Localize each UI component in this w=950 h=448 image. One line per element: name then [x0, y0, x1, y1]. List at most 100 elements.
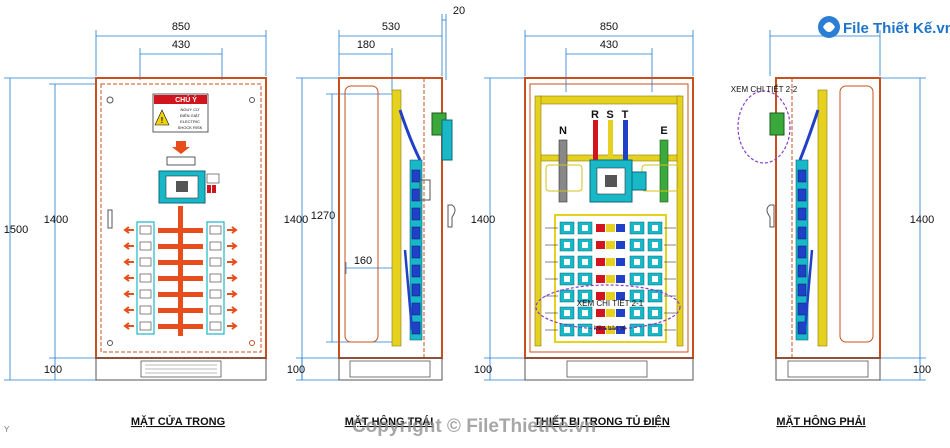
breaker-toggle — [582, 242, 588, 248]
corner-axis-label: Y — [4, 425, 10, 434]
breaker-toggle — [652, 293, 658, 299]
breaker-slot — [209, 241, 222, 251]
phase-link-t — [616, 309, 625, 317]
outgoing-arrows-right — [227, 226, 238, 330]
dim-depth-530: 530 — [382, 21, 400, 33]
side-breaker — [797, 226, 807, 240]
phase-link-s — [606, 326, 615, 334]
strip-frame-left — [136, 221, 155, 335]
phase-link-r — [596, 275, 605, 283]
breaker-toggle — [634, 310, 640, 316]
dim-width-850: 850 — [172, 21, 190, 33]
view-front-inner-door: 850 430 1500 1400 100 CHÚ Ý ! NGUY CƠ ĐI… — [4, 21, 267, 428]
side-breakers-left — [411, 169, 421, 335]
phase-link-r — [596, 326, 605, 334]
breaker-toggle — [634, 327, 640, 333]
breaker-toggle — [652, 259, 658, 265]
view-internal-equipment: 850 430 1400 100 N R S T E — [471, 21, 694, 428]
breaker-slot — [209, 305, 222, 315]
side-breakers-right — [797, 169, 807, 335]
breaker-toggle — [634, 225, 640, 231]
dim-height-1400-internal: 1400 — [471, 214, 495, 226]
arrow-right — [227, 258, 238, 266]
dim-height-1400-right: 1400 — [910, 214, 934, 226]
dim-base-100: 100 — [44, 364, 62, 376]
view-title-right: MẶT HÔNG PHẢI — [776, 415, 865, 428]
detail-callout-2-2: XEM CHI TIẾT 2-2 — [731, 84, 798, 94]
phase-link-r — [596, 258, 605, 266]
breaker-slot — [209, 289, 222, 299]
side-breaker — [797, 283, 807, 297]
phase-link-s — [606, 292, 615, 300]
arrow-left — [123, 226, 134, 234]
breaker-strip-left — [136, 221, 155, 335]
arrow-right — [227, 274, 238, 282]
breaker-toggle — [564, 310, 570, 316]
phase-link-s — [606, 275, 615, 283]
breaker-toggle — [564, 293, 570, 299]
breaker-slot — [139, 241, 152, 251]
dim-width-430-internal: 430 — [600, 39, 618, 51]
phase-link-t — [616, 275, 625, 283]
arrow-right — [227, 242, 238, 250]
breaker-toggle — [564, 242, 570, 248]
phase-link-s — [606, 258, 615, 266]
phase-link-r — [596, 292, 605, 300]
breaker-toggle — [652, 276, 658, 282]
phase-link-t — [616, 258, 625, 266]
arrow-left — [123, 306, 134, 314]
dim-base-100-internal: 100 — [474, 364, 492, 376]
phase-link-r — [596, 224, 605, 232]
view-right-side: 1400 100 XEM CHI TIẾT 2-2 MẶT HÔNG PHẢI — [731, 30, 934, 428]
dim-base-100-left: 100 — [287, 364, 305, 376]
phase-label-t: T — [622, 109, 629, 121]
warning-title: CHÚ Ý — [175, 95, 197, 104]
dim-height-1270: 1270 — [311, 210, 335, 222]
breaker-toggle — [634, 276, 640, 282]
phase-link-s — [606, 224, 615, 232]
strip-frame-right — [206, 221, 225, 335]
dim-depth-160: 160 — [354, 255, 372, 267]
side-breaker — [411, 302, 421, 316]
breaker-slot — [209, 321, 222, 331]
outgoing-arrows-left — [123, 226, 134, 330]
breaker-toggle — [652, 242, 658, 248]
breaker-slot — [139, 257, 152, 267]
side-breaker — [411, 169, 421, 183]
breaker-slot — [209, 257, 222, 267]
phase-link-t — [616, 326, 625, 334]
arrow-right — [227, 306, 238, 314]
breaker-slot — [139, 305, 152, 315]
breaker-toggle — [652, 310, 658, 316]
side-breaker — [411, 207, 421, 221]
side-breaker — [411, 283, 421, 297]
side-breaker — [797, 207, 807, 221]
arrow-left — [123, 290, 134, 298]
warning-label: CHÚ Ý ! NGUY CƠ ĐIỆN GIẬT ELECTRIC SHOCK… — [152, 93, 209, 133]
breaker-strip-right — [206, 221, 225, 335]
arrow-left — [123, 258, 134, 266]
side-breaker — [411, 264, 421, 278]
breaker-toggle — [564, 225, 570, 231]
arrow-left — [123, 274, 134, 282]
view-title-internal: THIẾT BỊ TRONG TỦ ĐIỆN — [534, 415, 670, 428]
phase-link-r — [596, 309, 605, 317]
arrow-left — [123, 242, 134, 250]
detail-callout-2-1: XEM CHI TIẾT 2-1 — [577, 298, 644, 308]
breaker-toggle — [652, 225, 658, 231]
arrow-right — [227, 290, 238, 298]
warning-line-2: ĐIỆN GIẬT — [180, 113, 201, 118]
breaker-slot — [139, 321, 152, 331]
phase-label-n: N — [559, 125, 567, 137]
arrow-right — [227, 226, 238, 234]
breaker-toggle — [634, 259, 640, 265]
dim-height-1400-left: 1400 — [284, 214, 308, 226]
dim-height-1400: 1400 — [44, 214, 68, 226]
phase-link-t — [616, 292, 625, 300]
mica-label: Mika bảo vệ — [594, 326, 627, 332]
view-title-front: MẶT CỬA TRONG — [131, 415, 225, 428]
breaker-toggle — [582, 327, 588, 333]
side-breaker — [411, 245, 421, 259]
breaker-toggle — [582, 259, 588, 265]
